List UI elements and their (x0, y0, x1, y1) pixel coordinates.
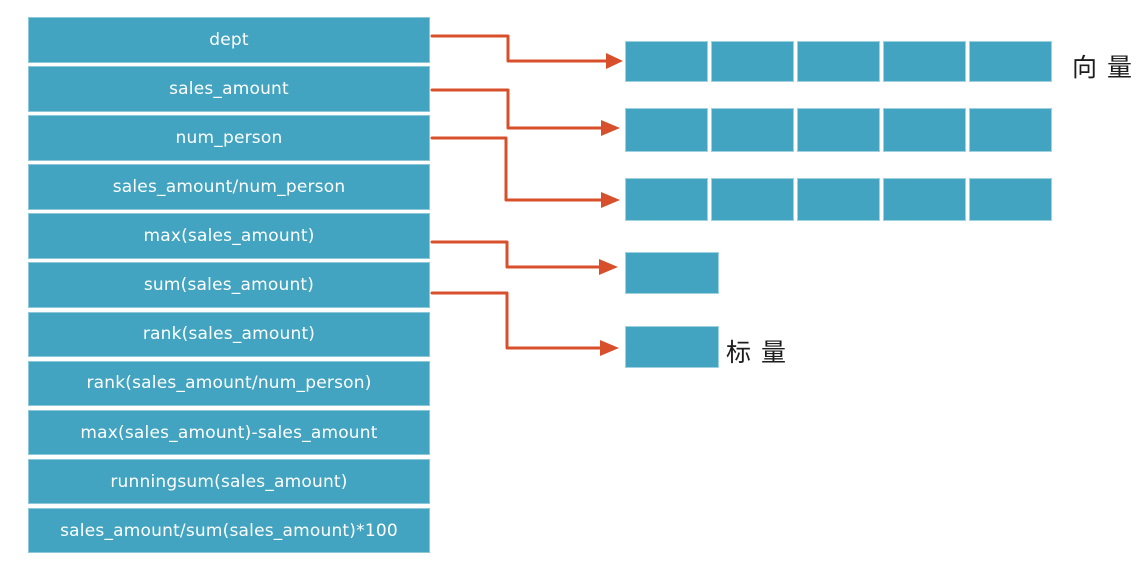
vector-row-2 (625, 108, 1052, 152)
arrow-dept-to-vector-row-1 (430, 34, 623, 69)
expression-box-sales-amount: sales_amount (28, 66, 430, 112)
scalar-annotation: 标量 (726, 338, 797, 367)
vector-annotation: 向量 (1072, 53, 1142, 82)
scalar-box-1 (625, 252, 719, 294)
scalar-box-2 (625, 326, 719, 368)
expression-box-dept: dept (28, 17, 430, 63)
expression-box-runningsum: runningsum(sales_amount) (28, 458, 430, 505)
expression-label: dept (209, 29, 249, 50)
vector-cell (797, 108, 880, 152)
expression-label: sales_amount/num_person (112, 177, 346, 198)
expression-label: max(sales_amount) (143, 226, 315, 247)
vector-cell (883, 108, 966, 152)
vector-cell (797, 178, 880, 221)
expression-box-max-minus-sales: max(sales_amount)-sales_amount (28, 409, 430, 456)
vector-cell (969, 108, 1052, 152)
arrow-sum-sales-to-scalar-box-2 (430, 291, 619, 356)
expression-box-rank-sales-per-person: rank(sales_amount/num_person) (28, 360, 430, 407)
expression-label: sum(sales_amount) (143, 275, 315, 296)
expression-label: rank(sales_amount/num_person) (86, 373, 372, 394)
vector-row-1 (625, 41, 1052, 82)
expression-box-sales-pct-of-sum: sales_amount/sum(sales_amount)*100 (28, 507, 430, 554)
expression-label: runningsum(sales_amount) (110, 471, 348, 492)
vector-row-3 (625, 178, 1052, 221)
expression-label: sales_amount/sum(sales_amount)*100 (60, 520, 398, 541)
vector-cell (711, 41, 794, 82)
vector-cell (711, 108, 794, 152)
expression-box-rank-sales: rank(sales_amount) (28, 311, 430, 358)
vector-cell (625, 41, 708, 82)
vector-cell (625, 108, 708, 152)
expression-label: rank(sales_amount) (142, 324, 316, 345)
vector-cell (797, 41, 880, 82)
arrow-max-sales-to-scalar-box-1 (430, 240, 618, 275)
vector-cell (969, 178, 1052, 221)
vector-cell (711, 178, 794, 221)
expression-box-sales-per-person: sales_amount/num_person (28, 164, 430, 210)
expression-box-sum-sales: sum(sales_amount) (28, 262, 430, 308)
vector-cell (883, 178, 966, 221)
vector-cell (883, 41, 966, 82)
arrow-sales-amount-to-vector-row-2 (430, 88, 620, 136)
vector-cell (625, 178, 708, 221)
expression-label: num_person (175, 127, 283, 148)
expression-box-max-sales: max(sales_amount) (28, 213, 430, 259)
arrow-num-person-to-vector-row-3 (430, 136, 620, 208)
vector-cell (969, 41, 1052, 82)
expression-column: dept sales_amount num_person sales_amoun… (28, 17, 430, 554)
expression-label: max(sales_amount)-sales_amount (80, 422, 378, 443)
expression-label: sales_amount (169, 78, 289, 99)
expression-box-num-person: num_person (28, 115, 430, 161)
